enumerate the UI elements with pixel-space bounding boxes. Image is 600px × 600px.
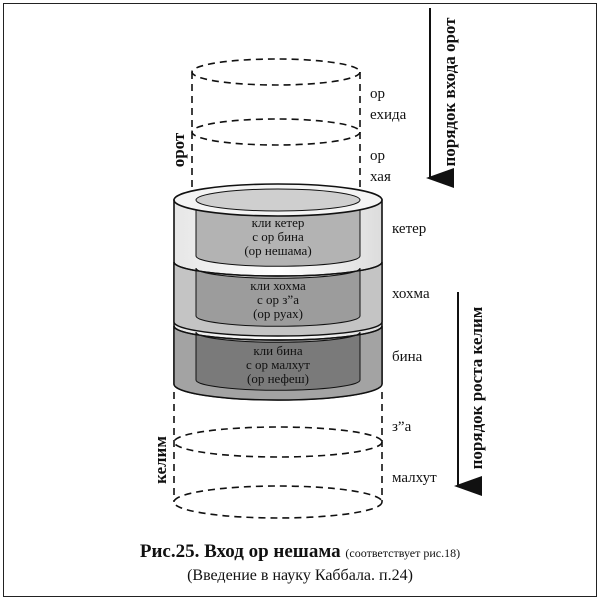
band-text: с ор малхут [246,357,310,372]
light-label-line2: ехида [370,107,407,123]
vessel-label-za: з”а [392,419,412,435]
band-text: кли бина [253,343,303,358]
light-label-line2: хая [370,169,391,185]
light-label-line1: ор [370,86,385,102]
band-text: (ор нефеш) [247,371,309,386]
band-text: (ор руах) [253,306,303,321]
label-orot: орот [169,132,188,167]
vessel-stack [173,183,383,401]
vessel-label-hokhma: хохма [392,286,430,302]
band-text: с ор з”а [257,292,299,307]
band-text: кли кетер [252,215,305,230]
band-text: (ор нешама) [244,243,311,258]
vessel-label-malkhut: малхут [392,470,437,486]
light-cylinders [191,58,361,196]
caption-note: (соответствует рис.18) [345,546,461,560]
caption-title: Рис.25. Вход ор нешама [139,541,341,562]
vessel-label-bina: бина [392,349,423,365]
band-text: кли хохма [250,278,306,293]
label-kelim: келим [151,436,170,484]
empty-vessel-cylinders [173,392,383,519]
band-keter [195,199,361,267]
label-order-entry: порядок входа орот [440,17,459,167]
figure-caption: Рис.25. Вход ор нешама (соответствует ри… [0,541,600,563]
label-order-growth: порядок роста келим [467,306,486,469]
caption-source: (Введение в науку Каббала. п.24) [187,567,413,584]
band-text: с ор бина [252,229,304,244]
light-label-line1: ор [370,148,385,164]
vessel-label-keter: кетер [392,221,426,237]
